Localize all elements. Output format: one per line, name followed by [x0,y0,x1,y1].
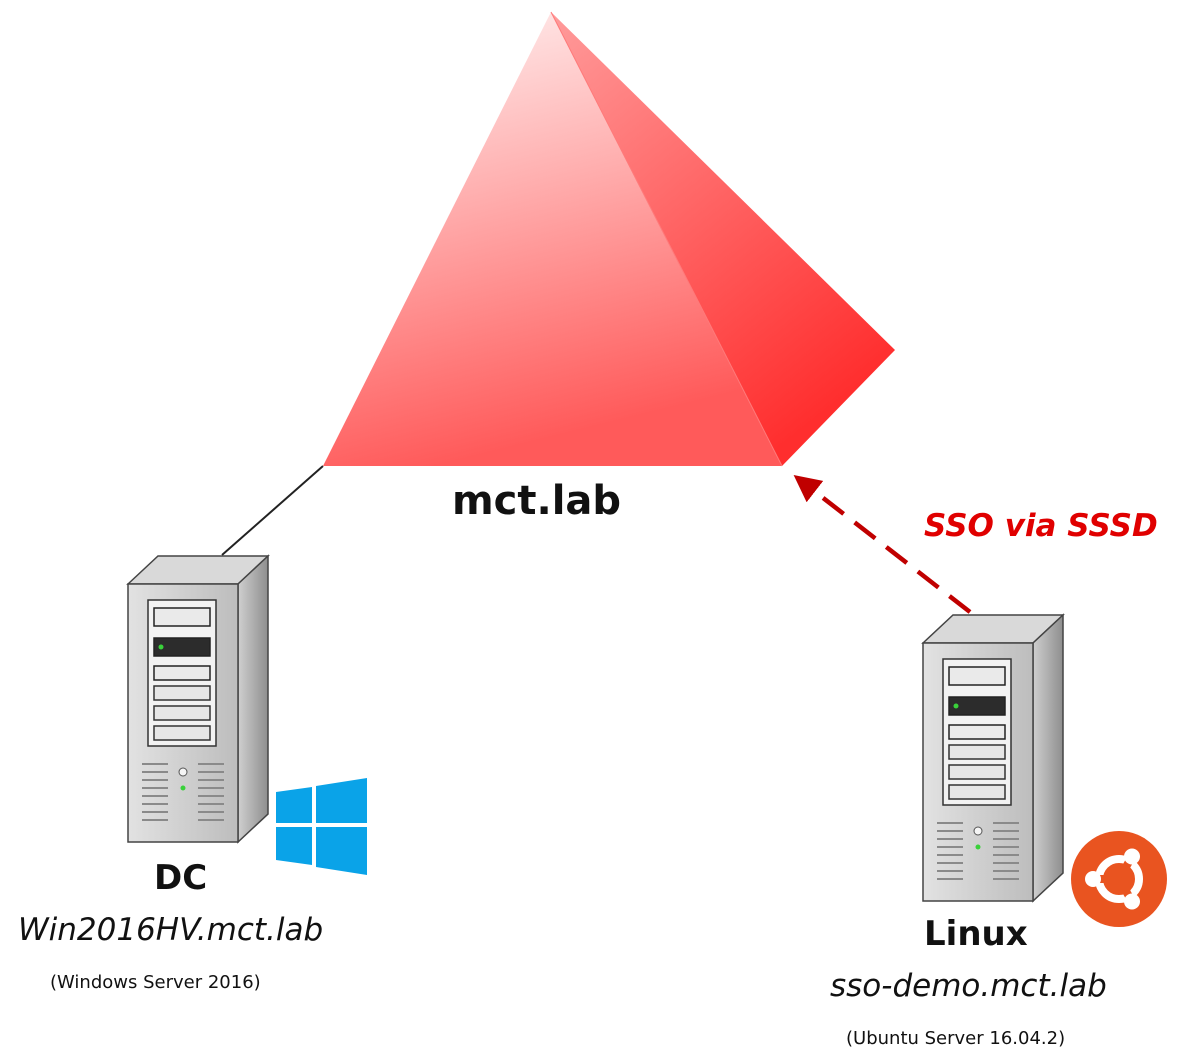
ubuntu-logo-icon [1071,831,1167,927]
linux-title-label: Linux [924,914,1028,954]
domain-name-label: mct.lab [452,478,622,524]
windows-logo-icon [276,778,367,875]
dc-hostname-label: Win2016HV.mct.lab [18,912,324,948]
dc-os-label: (Windows Server 2016) [50,972,261,993]
domain-pyramid-icon [323,11,895,467]
sso-connection-label: SSO via SSSD [924,508,1158,544]
linux-hostname-label: sso-demo.mct.lab [830,968,1107,1004]
linux-os-label: (Ubuntu Server 16.04.2) [846,1028,1066,1049]
sso-arrow [793,475,972,614]
dc-server-icon [126,554,270,844]
dc-title-label: DC [154,858,208,898]
dc-domain-link [221,465,324,556]
linux-server-icon [921,613,1065,903]
